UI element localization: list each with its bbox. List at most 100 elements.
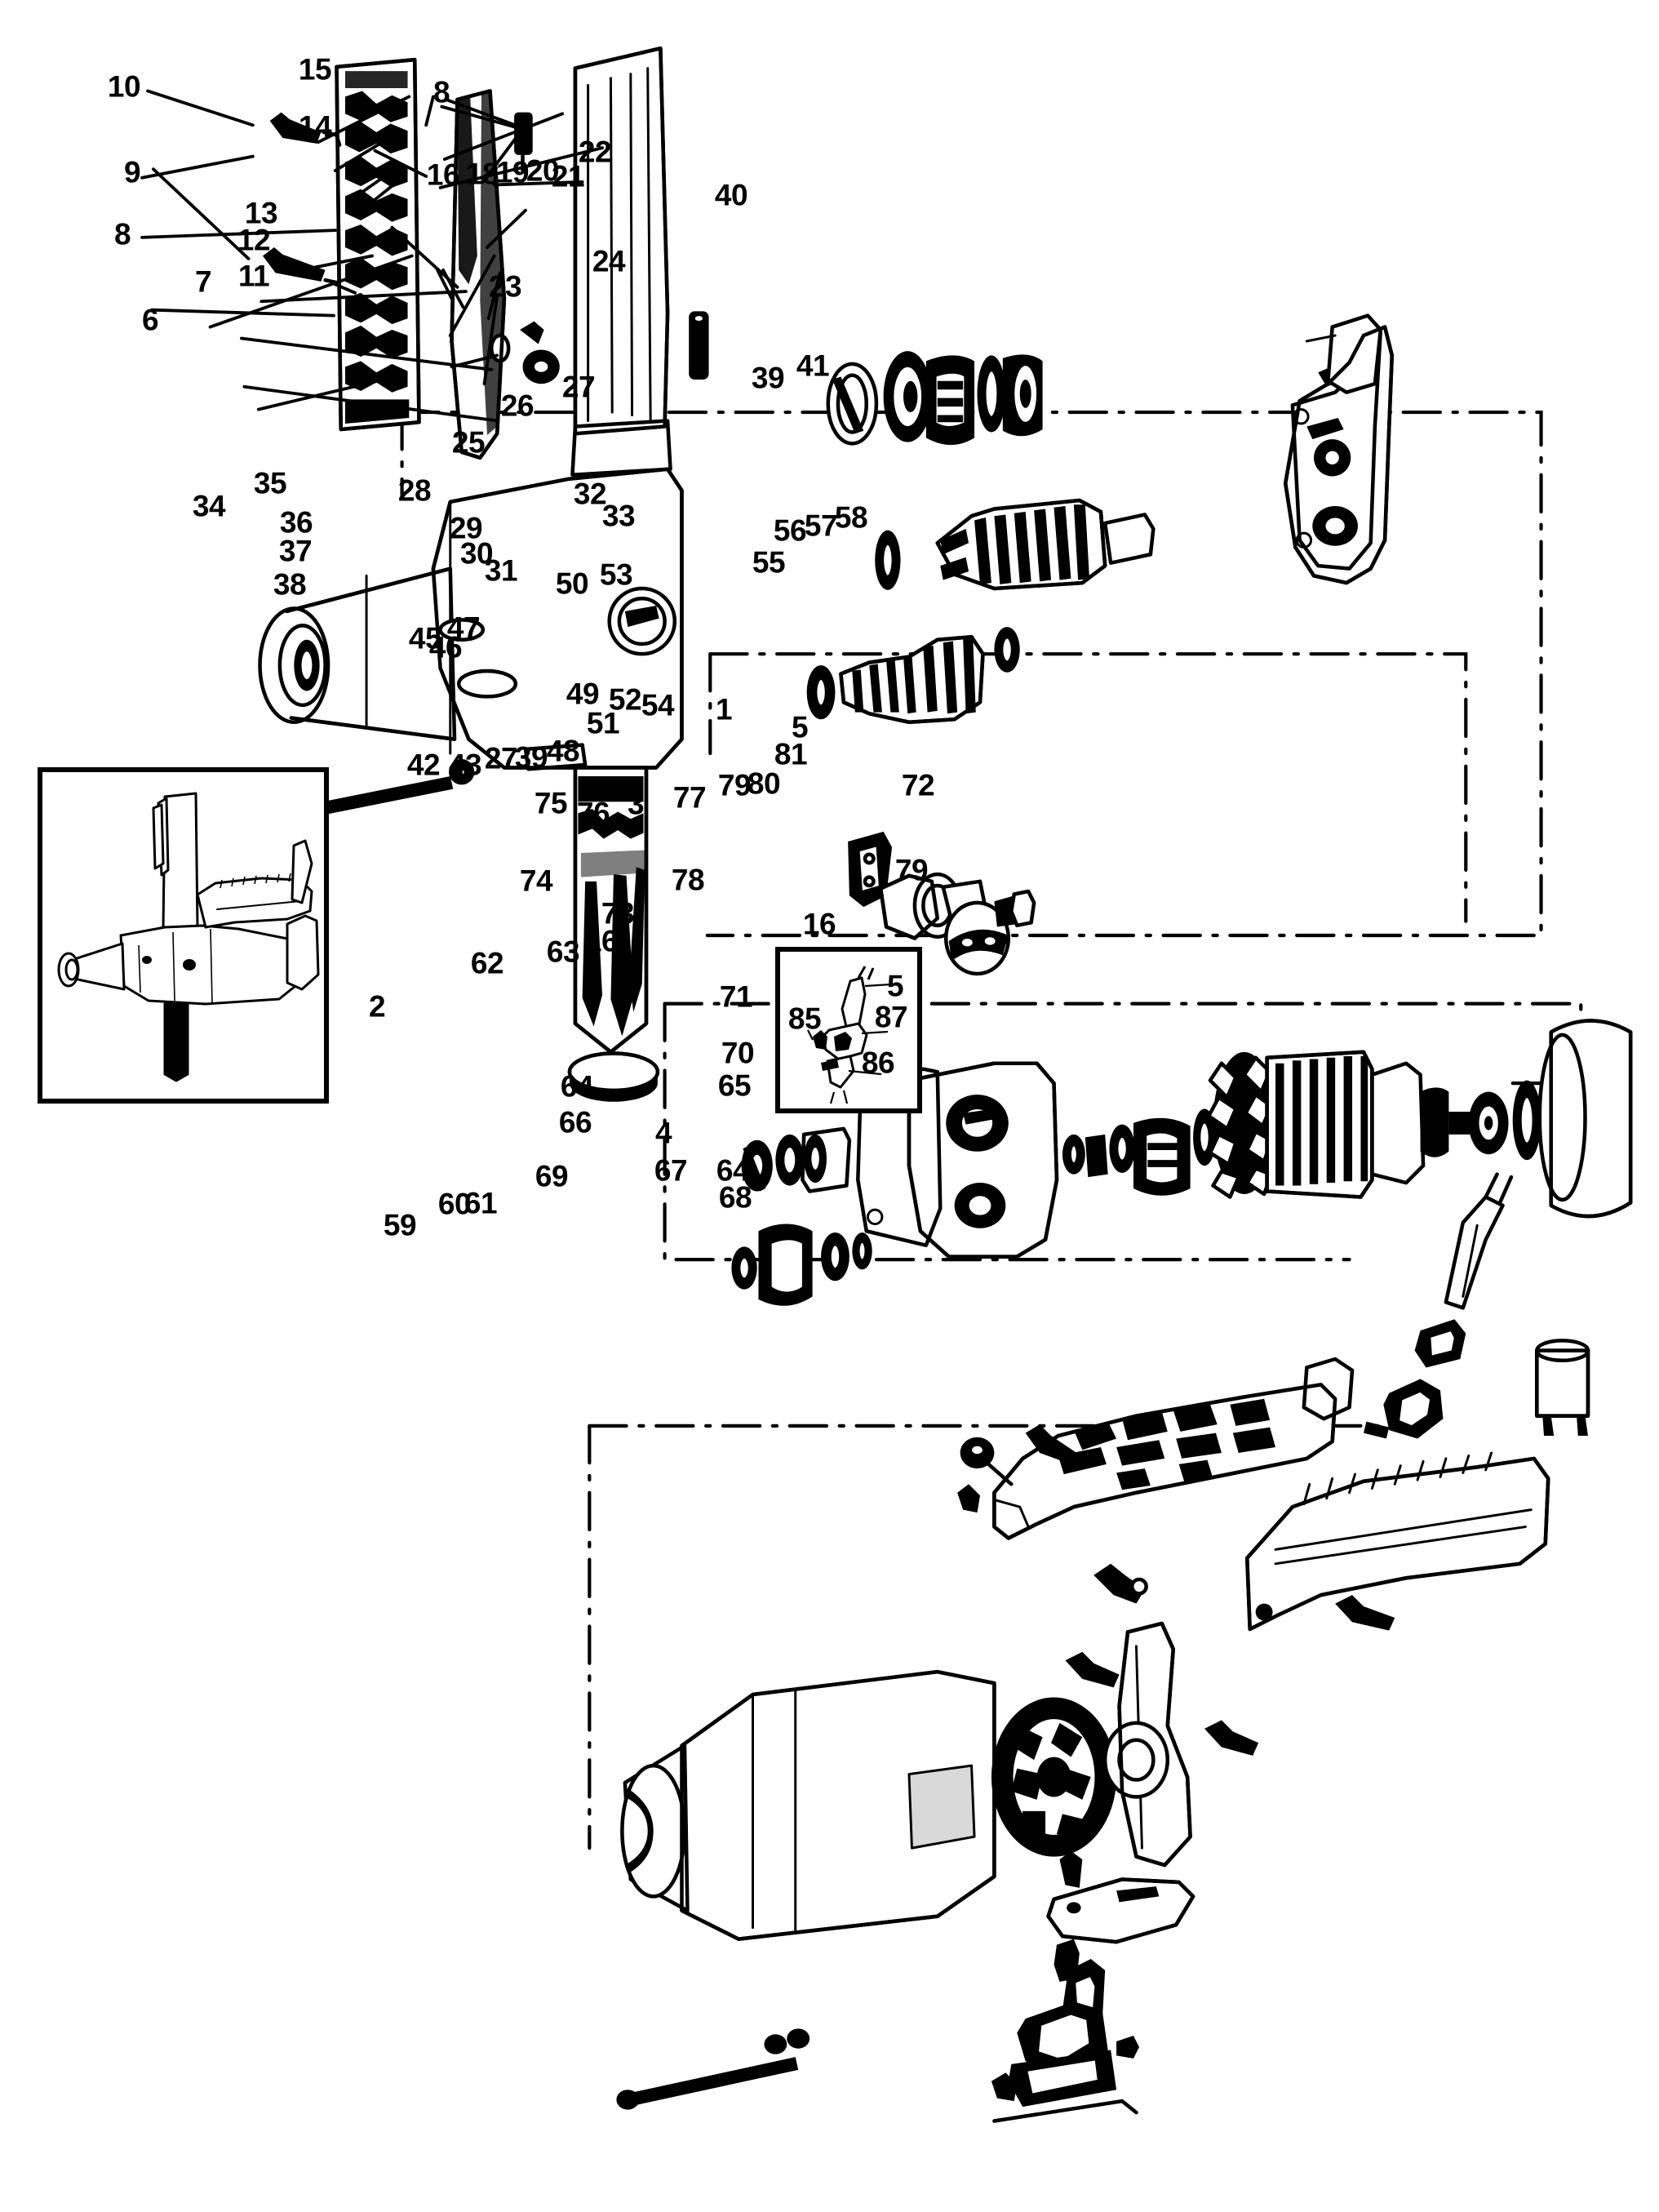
- part-callout-27-22: 27: [561, 370, 596, 404]
- part-callout-48-56: 48: [546, 734, 580, 768]
- part-callout-86-78: 86: [861, 1046, 895, 1080]
- part-callout-26-23: 26: [500, 389, 535, 423]
- part-ball-75: [960, 1437, 1014, 1486]
- part-callout-79-59: 79: [717, 768, 752, 802]
- part-ring-21: [977, 355, 1006, 433]
- part-screw-16-fan: [1065, 1651, 1120, 1688]
- part-plate-65: [1046, 1877, 1195, 1944]
- part-screw-64-upper: [1059, 1850, 1083, 1888]
- part-callout-33-29: 33: [601, 499, 636, 533]
- part-callout-85-75: 85: [787, 1002, 822, 1036]
- part-callout-50-40: 50: [555, 566, 589, 601]
- part-callout-14-3: 14: [298, 109, 332, 144]
- part-callout-61-88: 61: [464, 1186, 498, 1220]
- part-callout-53-41: 53: [599, 557, 633, 592]
- part-seal-18: [826, 362, 879, 446]
- part-brushholder-67-68: [992, 2001, 1138, 2123]
- part-callout-81-51: 81: [774, 737, 808, 771]
- part-bolt-59: [616, 2057, 799, 2110]
- part-callout-7-17: 7: [194, 264, 212, 299]
- part-endbracket-48: [907, 1061, 1059, 1259]
- part-callout-28-27: 28: [397, 473, 432, 508]
- part-bit-36-37: [573, 766, 649, 1055]
- part-callout-9-4: 9: [123, 155, 141, 189]
- part-callout-30-32: 30: [459, 536, 494, 571]
- part-screw-64-lower: [1116, 2036, 1139, 2059]
- part-callout-58-37: 58: [834, 500, 868, 535]
- part-callout-87-76: 87: [874, 1000, 908, 1034]
- part-callout-8-13: 8: [113, 217, 131, 251]
- part-callout-52-46: 52: [608, 682, 642, 717]
- part-shaft-gear-24: [935, 498, 1156, 591]
- part-callout-46-44: 46: [428, 630, 463, 664]
- part-knob-13: [520, 321, 560, 384]
- part-callout-54-47: 54: [641, 688, 675, 722]
- part-screw-16-handle: [1335, 1595, 1395, 1631]
- part-callout-65-80: 65: [717, 1068, 752, 1103]
- part-callout-6-19: 6: [141, 303, 159, 337]
- part-callout-75-62: 75: [534, 786, 568, 820]
- part-callout-62-72: 62: [470, 946, 504, 980]
- part-callout-11-15: 11: [237, 259, 270, 293]
- part-callout-12-14: 12: [237, 223, 271, 257]
- part-gear-22: [1002, 354, 1043, 437]
- assembled-tool-drawing: [42, 772, 324, 1099]
- part-housing-column: [570, 46, 672, 477]
- part-callout-13-12: 13: [244, 196, 278, 230]
- part-screw-76: [1025, 1424, 1077, 1464]
- part-callout-15-1: 15: [298, 52, 332, 87]
- part-callout-71-73: 71: [719, 979, 753, 1014]
- part-callout-3-61: 3: [627, 787, 645, 821]
- part-callout-76-63: 76: [576, 796, 610, 830]
- part-callout-10-0: 10: [107, 69, 141, 104]
- cord-detail-drawing: [780, 952, 917, 1108]
- part-capacitor-72: [1535, 1339, 1590, 1437]
- part-callout-80-57: 80: [747, 766, 781, 801]
- part-callout-32-28: 32: [573, 477, 607, 511]
- part-bearing-19: [883, 351, 932, 442]
- part-callout-63-70: 63: [546, 935, 580, 969]
- part-bearing-55: [1468, 1091, 1509, 1155]
- part-washer-27-upper: [994, 627, 1020, 673]
- part-callout-68-86: 68: [718, 1180, 752, 1215]
- part-brushcap-42-43: [731, 1224, 872, 1306]
- part-screw-69: [991, 2072, 1018, 2102]
- part-armature-1: [1265, 1050, 1480, 1199]
- part-callout-47-42: 47: [446, 611, 481, 645]
- part-callout-29-30: 29: [449, 511, 483, 545]
- part-callout-40-11: 40: [714, 178, 748, 212]
- part-callout-2-74: 2: [368, 989, 386, 1024]
- part-callout-74-64: 74: [519, 864, 553, 898]
- part-field-58: [1537, 1019, 1633, 1219]
- part-callout-57-36: 57: [804, 509, 838, 543]
- part-fan-63: [991, 1697, 1117, 1857]
- part-baffle-70: [1102, 1621, 1192, 1868]
- part-callout-39-55: 39: [514, 740, 548, 775]
- part-cord-5-upper: [1444, 1172, 1514, 1310]
- part-callout-42-52: 42: [406, 748, 441, 782]
- part-callout-73-67: 73: [601, 896, 635, 931]
- part-callout-24-16: 24: [592, 244, 626, 278]
- assembled-tool-inset: [38, 767, 329, 1104]
- part-gearcase-40-41: [1283, 313, 1395, 585]
- part-callout-22-5: 22: [578, 135, 612, 169]
- part-callout-4-82: 4: [654, 1116, 672, 1150]
- part-callout-23-18: 23: [488, 269, 522, 304]
- part-terminal-81: [1414, 1319, 1466, 1368]
- part-callout-5-71: 5: [886, 969, 904, 1003]
- part-brush-45-47: [741, 1126, 852, 1193]
- part-callout-55-38: 55: [752, 545, 786, 580]
- part-callout-8-2: 8: [432, 75, 450, 109]
- part-clip-33: [1009, 889, 1036, 928]
- part-callout-39-20: 39: [751, 361, 785, 395]
- part-handle-half-79: [1244, 1451, 1550, 1632]
- part-cap-38: [567, 1051, 660, 1102]
- part-callout-18-7: 18: [465, 157, 499, 191]
- part-gear-26: [839, 634, 985, 725]
- part-screw-10: [269, 112, 342, 147]
- part-callout-41-21: 41: [796, 349, 830, 383]
- part-callout-37-33: 37: [278, 534, 313, 568]
- part-screw-73: [1093, 1563, 1148, 1604]
- part-callout-25-24: 25: [451, 425, 486, 460]
